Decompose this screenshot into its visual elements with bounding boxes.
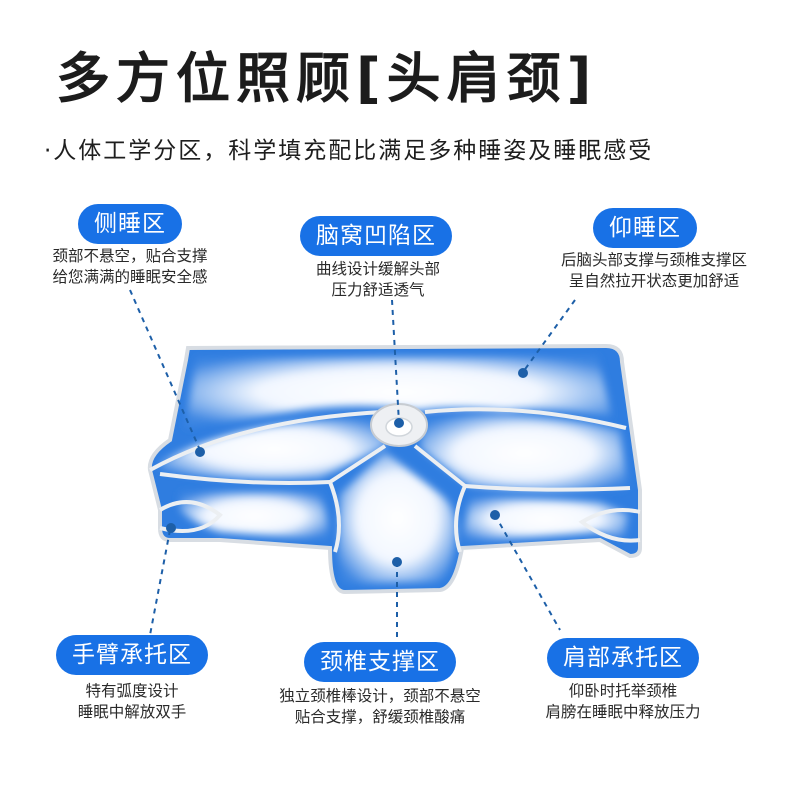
leader-lines bbox=[129, 289, 576, 645]
pillow-seams bbox=[149, 407, 641, 553]
zone-side-desc: 颈部不悬空，贴合支撑 给您满满的睡眠安全感 bbox=[0, 246, 280, 288]
zone-arm-desc-line-1: 特有弧度设计 bbox=[85, 682, 179, 700]
zone-neck-label: 颈椎支撑区 bbox=[304, 642, 456, 682]
zone-arm-desc: 特有弧度设计 睡眠中解放双手 bbox=[0, 681, 282, 723]
pillow-cells bbox=[160, 356, 628, 584]
zone-supine-desc-line-1: 后脑头部支撑与颈椎支撑区 bbox=[560, 251, 747, 269]
zone-supine-desc-line-2: 呈自然拉开状态更加舒适 bbox=[568, 272, 740, 290]
dot-shoulder bbox=[490, 510, 500, 520]
zone-occipital-desc-line-2: 压力舒适透气 bbox=[331, 281, 425, 299]
zone-occipital-label: 脑窝凹陷区 bbox=[300, 216, 452, 256]
zone-neck-desc-line-2: 贴合支撑，舒缓颈椎酸痛 bbox=[294, 708, 466, 726]
page-subtitle: ·人体工学分区，科学填充配比满足多种睡姿及睡眠感受 bbox=[44, 138, 654, 164]
zone-arm-label: 手臂承托区 bbox=[56, 635, 208, 675]
dot-neck bbox=[392, 557, 402, 567]
dot-supine bbox=[518, 368, 528, 378]
zone-neck-desc-line-1: 独立颈椎棒设计，颈部不悬空 bbox=[279, 687, 481, 705]
leader-dots bbox=[166, 368, 528, 567]
zone-shoulder-desc-line-1: 仰卧时托举颈椎 bbox=[568, 682, 678, 700]
zone-neck-desc: 独立颈椎棒设计，颈部不悬空 贴合支撑，舒缓颈椎酸痛 bbox=[230, 686, 530, 728]
zone-shoulder-desc-line-2: 肩膀在睡眠中释放压力 bbox=[545, 703, 701, 721]
zone-supine-desc: 后脑头部支撑与颈椎支撑区 呈自然拉开状态更加舒适 bbox=[504, 250, 800, 292]
zone-occipital-desc-line-1: 曲线设计缓解头部 bbox=[315, 260, 440, 278]
zone-shoulder-desc: 仰卧时托举颈椎 肩膀在睡眠中释放压力 bbox=[473, 681, 773, 723]
zone-side-desc-line-2: 给您满满的睡眠安全感 bbox=[52, 268, 208, 286]
zone-side-label: 侧睡区 bbox=[78, 204, 182, 244]
zone-arm-desc-line-2: 睡眠中解放双手 bbox=[77, 703, 187, 721]
zone-shoulder-label: 肩部承托区 bbox=[547, 638, 699, 678]
zone-occipital-desc: 曲线设计缓解头部 压力舒适透气 bbox=[228, 259, 528, 301]
dot-occipital bbox=[394, 418, 404, 428]
dot-side bbox=[195, 447, 205, 457]
zone-side-desc-line-1: 颈部不悬空，贴合支撑 bbox=[52, 247, 208, 265]
dot-arm bbox=[166, 523, 176, 533]
page-title: 多方位照顾[头肩颈] bbox=[56, 47, 598, 110]
zone-supine-label: 仰睡区 bbox=[593, 208, 697, 248]
